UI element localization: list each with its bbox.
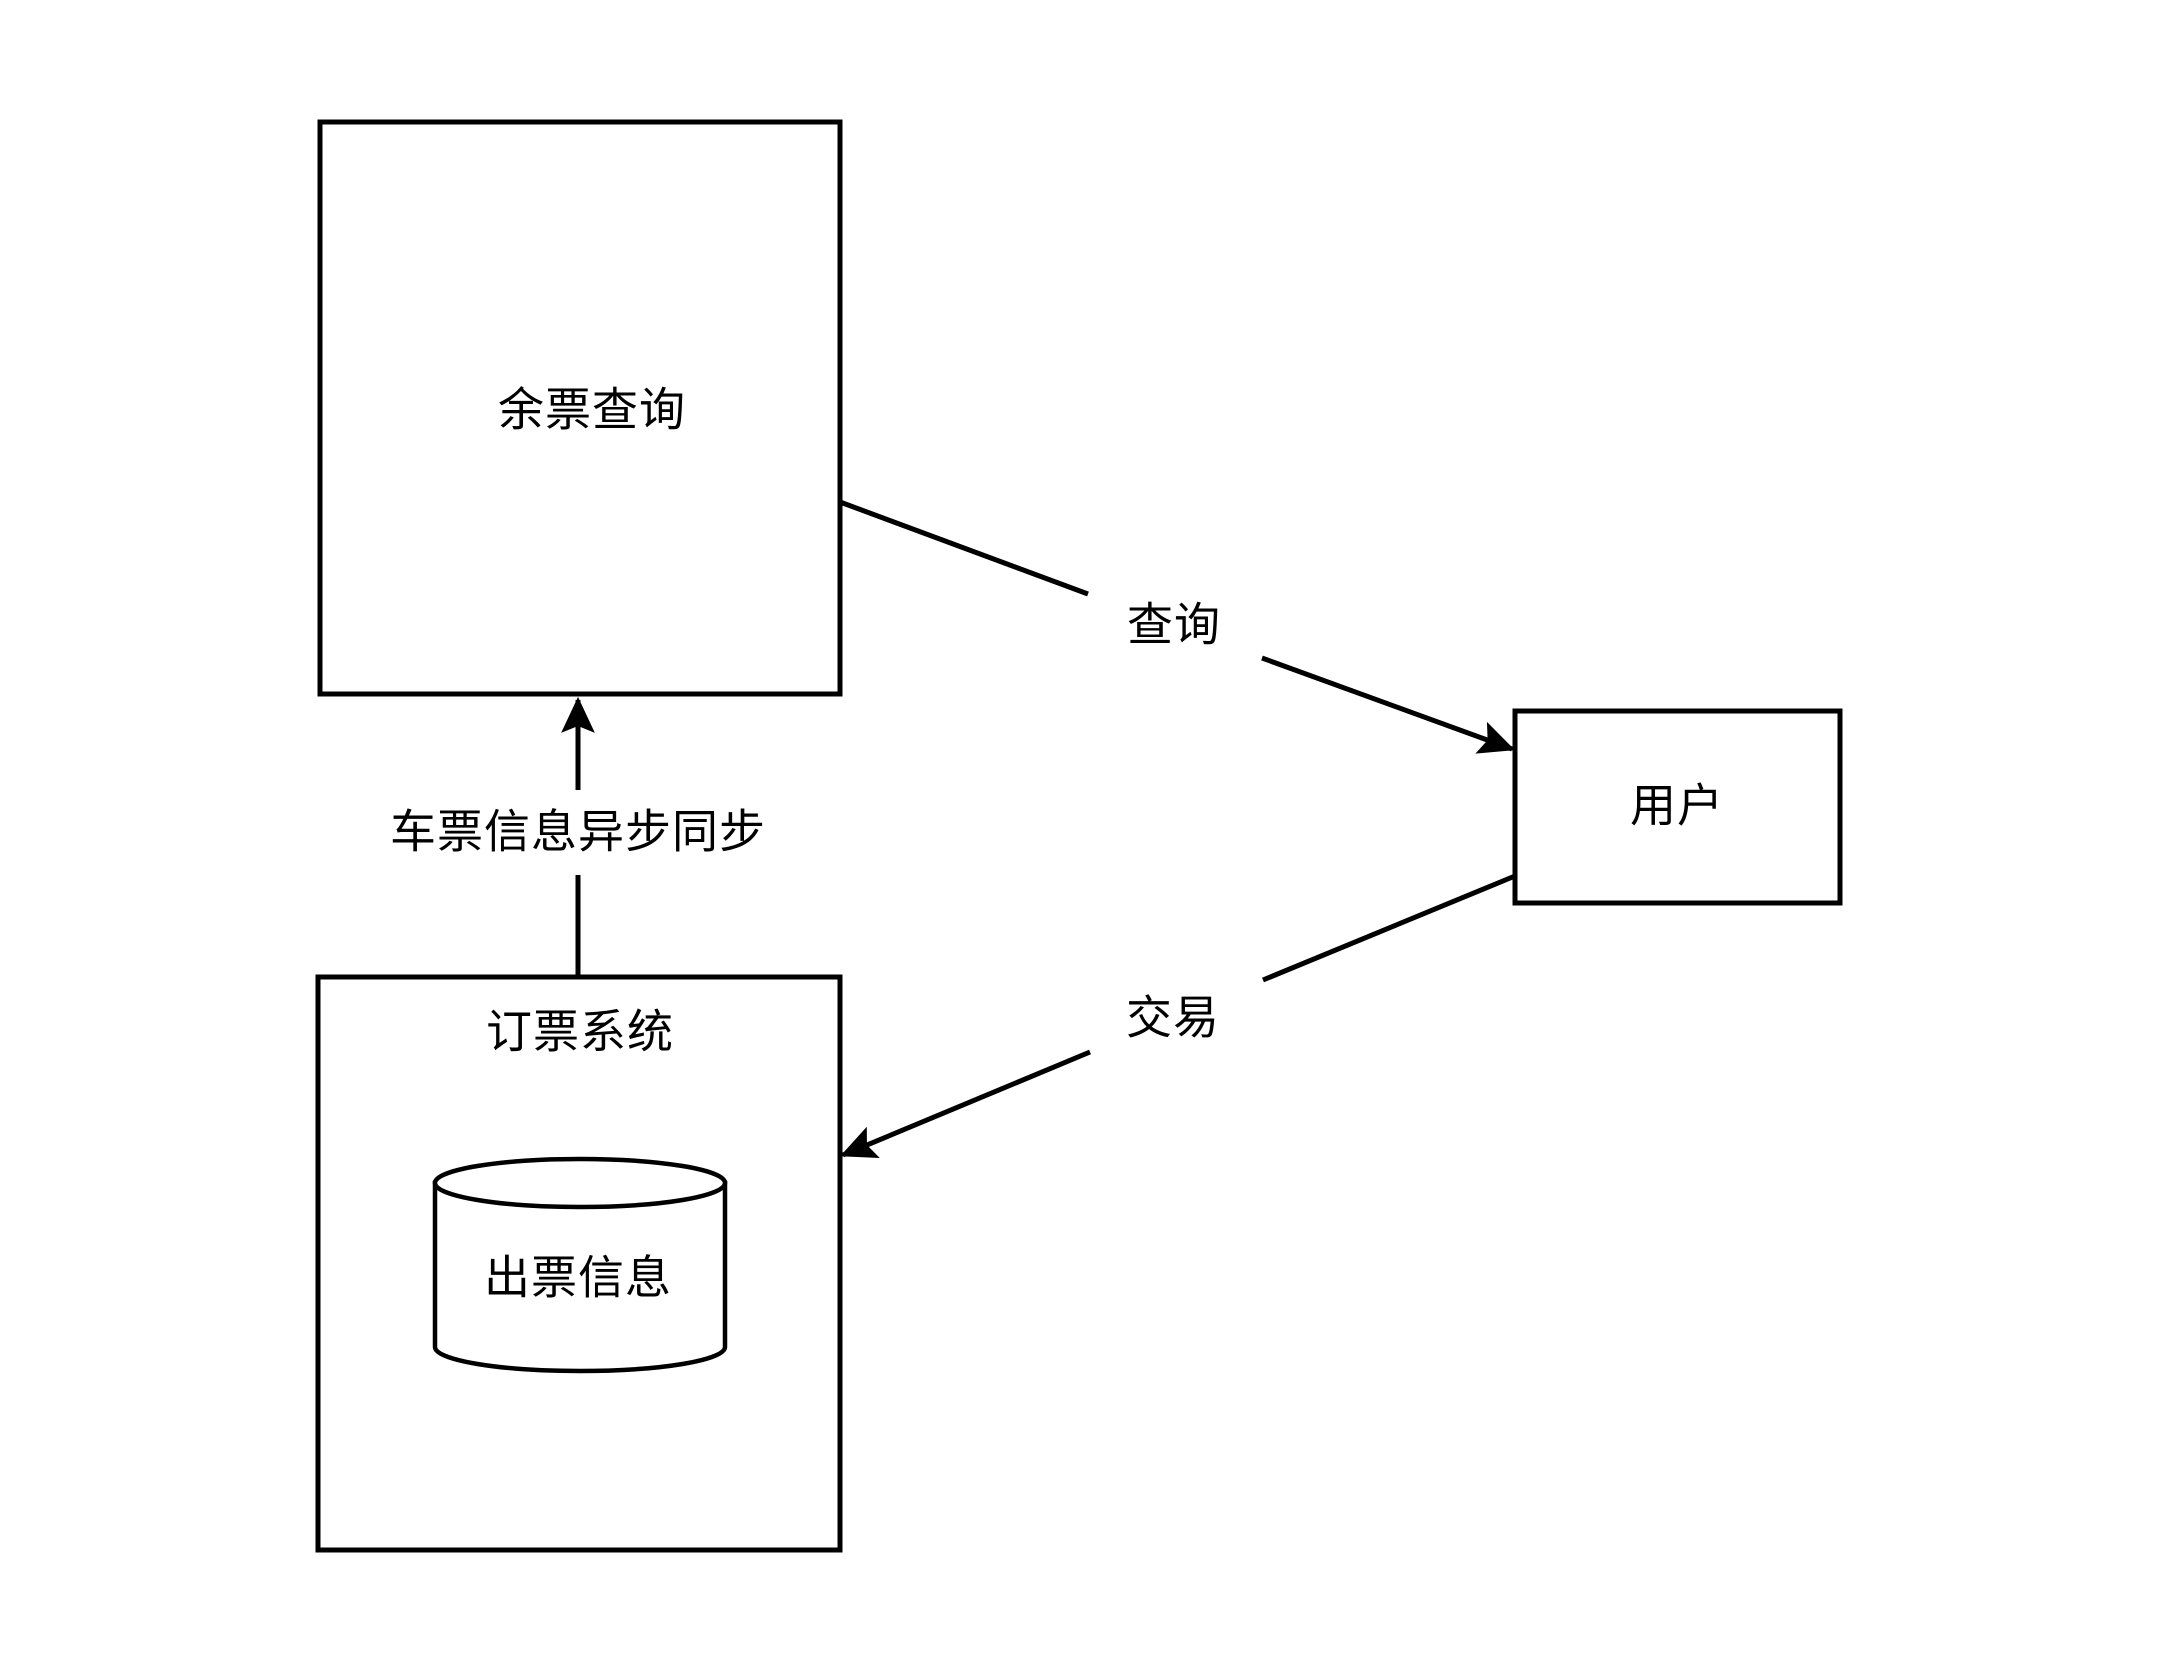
edge-transaction-line[interactable] (840, 873, 1516, 1158)
node-ticket-issue-store-shape[interactable] (432, 1156, 728, 1374)
node-label-ticket-query: 余票查询 (498, 383, 686, 436)
edge-label-query: 查询 (1117, 596, 1231, 654)
edge-query-line[interactable] (839, 499, 1515, 754)
node-user-shape[interactable] (1512, 708, 1843, 906)
node-ticket-query-shape[interactable] (317, 119, 843, 697)
node-label-user: 用户 (1630, 779, 1724, 832)
node-label-booking-system: 订票系统 (486, 1005, 674, 1058)
node-label-ticket-issue-store: 出票信息 (484, 1251, 672, 1304)
edge-label-transaction: 交易 (1116, 989, 1230, 1047)
edge-label-sync: 车票信息异步同步 (380, 803, 776, 861)
